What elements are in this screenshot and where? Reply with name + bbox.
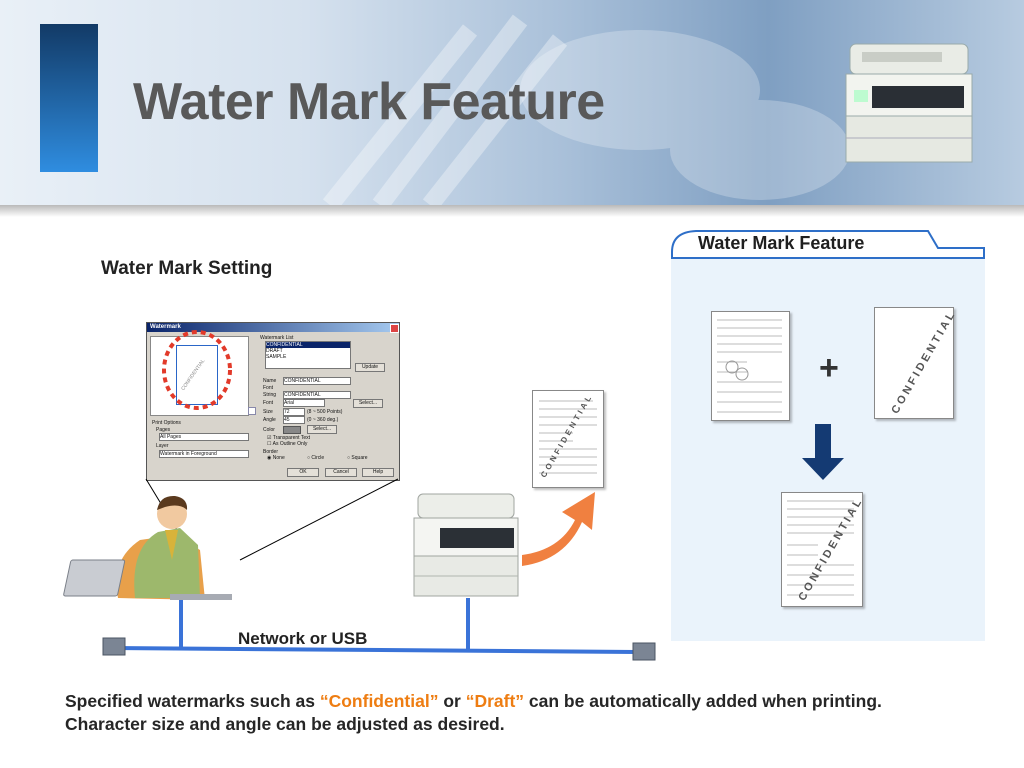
network-terminator-left [102,637,126,656]
angle-range: (0 ~ 360 deg.) [307,417,339,423]
layer-label: Layer [156,443,169,449]
font-field[interactable]: Arial [283,399,325,407]
outline-checkbox[interactable]: ☐ As Outline Only [267,441,308,447]
dialog-close-icon[interactable] [390,324,399,333]
panel-tab-shape [671,230,985,259]
network-label: Network or USB [238,629,368,648]
string-label: String [263,392,277,398]
desc-part3: can be automatically added when printing… [65,691,882,734]
size-field[interactable]: 72 [283,408,305,416]
outline-label: As Outline Only [272,441,308,447]
panel-tab-title: Water Mark Feature [698,233,865,253]
size-label: Size [263,409,273,415]
pages-select[interactable]: All Pages [159,433,249,441]
print-options-label: Print Options [152,420,181,426]
doc-text-lines [539,400,597,474]
network-terminator-right [632,642,656,661]
border-none-radio[interactable]: ◉ None [267,455,285,461]
original-doc [711,311,790,421]
update-button[interactable]: Update [355,363,385,372]
font-select-button[interactable]: Select... [353,399,383,408]
border-circle-radio[interactable]: ○ Circle [307,455,325,461]
list-item[interactable]: SAMPLE [266,354,287,360]
zoom-icon[interactable] [248,407,256,415]
preview-pane: CONFIDENTIAL [150,336,249,416]
list-item[interactable]: DRAFT [266,348,283,354]
result-doc: CONFIDENTIAL [781,492,866,607]
result-doc-lines [787,500,854,596]
person-at-laptop-icon [63,495,232,600]
size-range: (8 ~ 500 Points) [307,409,343,415]
transparent-checkbox[interactable]: ☑ Transparent Text [267,435,311,441]
desc-highlight-draft: “Draft” [465,691,525,711]
output-arrow-icon [522,492,595,566]
watermark-list[interactable]: CONFIDENTIAL DRAFT SAMPLE [265,341,351,369]
desc-part1: Specified watermarks such as [65,691,320,711]
border-square-radio[interactable]: ○ Square [347,455,368,461]
color-select-button[interactable]: Select... [307,425,337,434]
border-label: Border [263,449,279,455]
desc-highlight-confidential: “Confidential” [319,691,439,711]
ok-button[interactable]: OK [287,468,319,477]
dialog-titlebar: Watermark [147,323,399,332]
desc-part2: or [438,691,466,711]
string-field[interactable]: CONFIDENTIAL [283,391,351,399]
header-shadow [0,205,1024,217]
callout-line-right [239,478,399,561]
title-accent-bar [40,24,98,172]
page-title: Water Mark Feature [133,73,605,131]
plus-sign: + [819,349,839,387]
description-text: Specified watermarks such as “Confidenti… [65,690,945,736]
border-none-label: None [272,455,285,461]
watermark-page: CONFIDENTIAL [874,307,959,419]
printer-icon [413,493,519,597]
help-button[interactable]: Help [362,468,394,477]
printer-image-header [845,43,973,163]
watermark-page-text: CONFIDENTIAL [889,307,959,417]
down-arrow-icon [802,424,844,480]
layer-select[interactable]: Watermark in Foreground [159,450,249,458]
border-circle-label: Circle [311,455,325,461]
color-swatch[interactable] [283,426,301,434]
highlight-circle [162,330,232,410]
color-label: Color [263,427,275,433]
list-label: Watermark List [260,335,294,341]
dialog-title: Watermark [150,324,181,330]
fontsel-label: Font [263,400,274,406]
font-section-label: Font [263,385,274,391]
header-banner: Water Mark Feature [0,0,1024,205]
name-label: Name [263,378,277,384]
preview-page: CONFIDENTIAL [176,345,218,405]
watermark-dialog: Watermark CONFIDENTIAL Watermark List CO… [146,322,400,481]
setting-label: Water Mark Setting [101,258,273,279]
network-cable [111,646,645,654]
original-doc-lines [717,319,782,413]
cancel-button[interactable]: Cancel [325,468,357,477]
border-square-label: Square [351,455,368,461]
angle-field[interactable]: 45 [283,416,305,424]
pages-label: Pages [156,427,171,433]
printed-doc-output: CONFIDENTIAL [532,390,604,488]
header-background-photo [322,14,850,205]
angle-label: Angle [263,417,276,423]
transparent-label: Transparent Text [272,435,311,441]
name-field[interactable]: CONFIDENTIAL [283,377,351,385]
list-item[interactable]: CONFIDENTIAL [266,342,350,348]
